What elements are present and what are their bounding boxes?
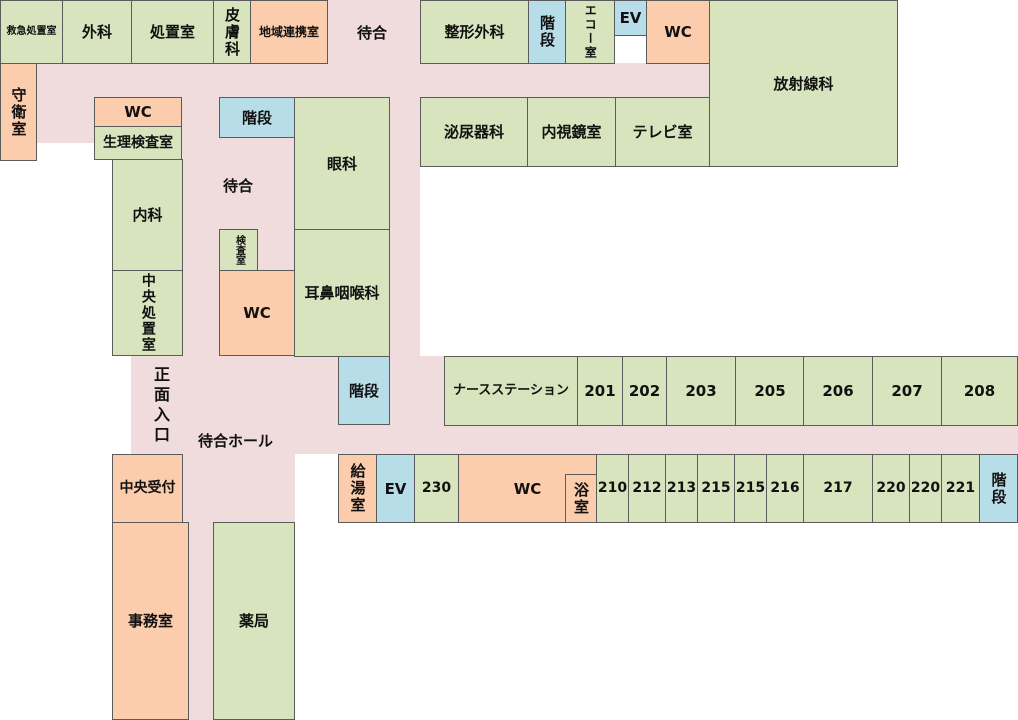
room-hot-water[interactable]: 給湯室 <box>338 454 377 523</box>
room-tv[interactable]: テレビ室 <box>615 97 710 167</box>
ward-room[interactable]: 220 <box>909 454 942 523</box>
stairs-center[interactable]: 階段 <box>219 97 295 138</box>
nurse-station[interactable]: ナースステーション <box>444 356 578 426</box>
room-surgery[interactable]: 外科 <box>62 0 132 64</box>
ward-room[interactable]: 216 <box>766 454 804 523</box>
wc-center[interactable]: WC <box>219 270 295 356</box>
ward-room[interactable]: 210 <box>596 454 629 523</box>
room-reception[interactable]: 中央受付 <box>112 454 183 523</box>
ward-room[interactable]: 206 <box>803 356 873 426</box>
room-central-treatment[interactable]: 中央処置室 <box>112 270 183 356</box>
ward-room[interactable]: 208 <box>941 356 1018 426</box>
room-emergency[interactable]: 救急処置室 <box>0 0 63 64</box>
room-endoscopy[interactable]: 内視鏡室 <box>527 97 616 167</box>
ward-room[interactable]: 215 <box>697 454 735 523</box>
room-echo[interactable]: エコー室 <box>565 0 615 64</box>
room-dermatology[interactable]: 皮膚科 <box>213 0 251 64</box>
room-physiology[interactable]: 生理検査室 <box>94 126 182 160</box>
room-urology[interactable]: 泌尿器科 <box>420 97 528 167</box>
corridor-bottom <box>188 523 213 720</box>
ward-room[interactable]: 203 <box>666 356 736 426</box>
room-guard[interactable]: 守衛室 <box>0 63 37 161</box>
room-bath[interactable]: 浴室 <box>565 474 597 523</box>
room-office[interactable]: 事務室 <box>112 522 189 720</box>
label-waiting-top: 待合 <box>357 24 388 42</box>
elevator-top[interactable]: EV <box>614 0 647 36</box>
ward-room[interactable]: 230 <box>414 454 459 523</box>
label-waiting-center: 待合 <box>223 177 254 195</box>
corridor-reception-right <box>182 454 295 523</box>
room-inspection[interactable]: 検査室 <box>219 229 258 271</box>
ward-room[interactable]: 221 <box>941 454 980 523</box>
room-ophthalmology[interactable]: 眼科 <box>294 97 390 230</box>
room-pharmacy[interactable]: 薬局 <box>213 522 295 720</box>
label-entrance: 正面入口 <box>151 366 170 446</box>
stairs-top[interactable]: 階段 <box>528 0 566 64</box>
ward-room[interactable]: 207 <box>872 356 942 426</box>
corridor-ward <box>294 425 1018 454</box>
room-treatment[interactable]: 処置室 <box>131 0 214 64</box>
room-radiology[interactable]: 放射線科 <box>709 0 898 167</box>
room-regional-liaison[interactable]: 地域連携室 <box>250 0 328 64</box>
elevator-ward[interactable]: EV <box>376 454 415 523</box>
corridor-left-stub <box>36 63 94 143</box>
ward-room[interactable]: 213 <box>665 454 698 523</box>
ward-room[interactable]: 220 <box>872 454 910 523</box>
ward-room[interactable]: 202 <box>622 356 667 426</box>
stairs-lower[interactable]: 階段 <box>338 356 390 425</box>
room-orthopedics[interactable]: 整形外科 <box>420 0 529 64</box>
wc-left[interactable]: WC <box>94 97 182 127</box>
room-internal[interactable]: 内科 <box>112 159 183 271</box>
ward-room[interactable]: 212 <box>628 454 666 523</box>
wc-top[interactable]: WC <box>646 0 710 64</box>
stairs-ward[interactable]: 階段 <box>979 454 1018 523</box>
ward-room[interactable]: 201 <box>577 356 623 426</box>
label-waiting-hall: 待合ホール <box>198 432 274 450</box>
room-ent[interactable]: 耳鼻咽喉科 <box>294 229 390 357</box>
ward-room[interactable]: 217 <box>803 454 873 523</box>
ward-room[interactable]: 205 <box>735 356 805 426</box>
ward-room[interactable]: 215 <box>734 454 767 523</box>
